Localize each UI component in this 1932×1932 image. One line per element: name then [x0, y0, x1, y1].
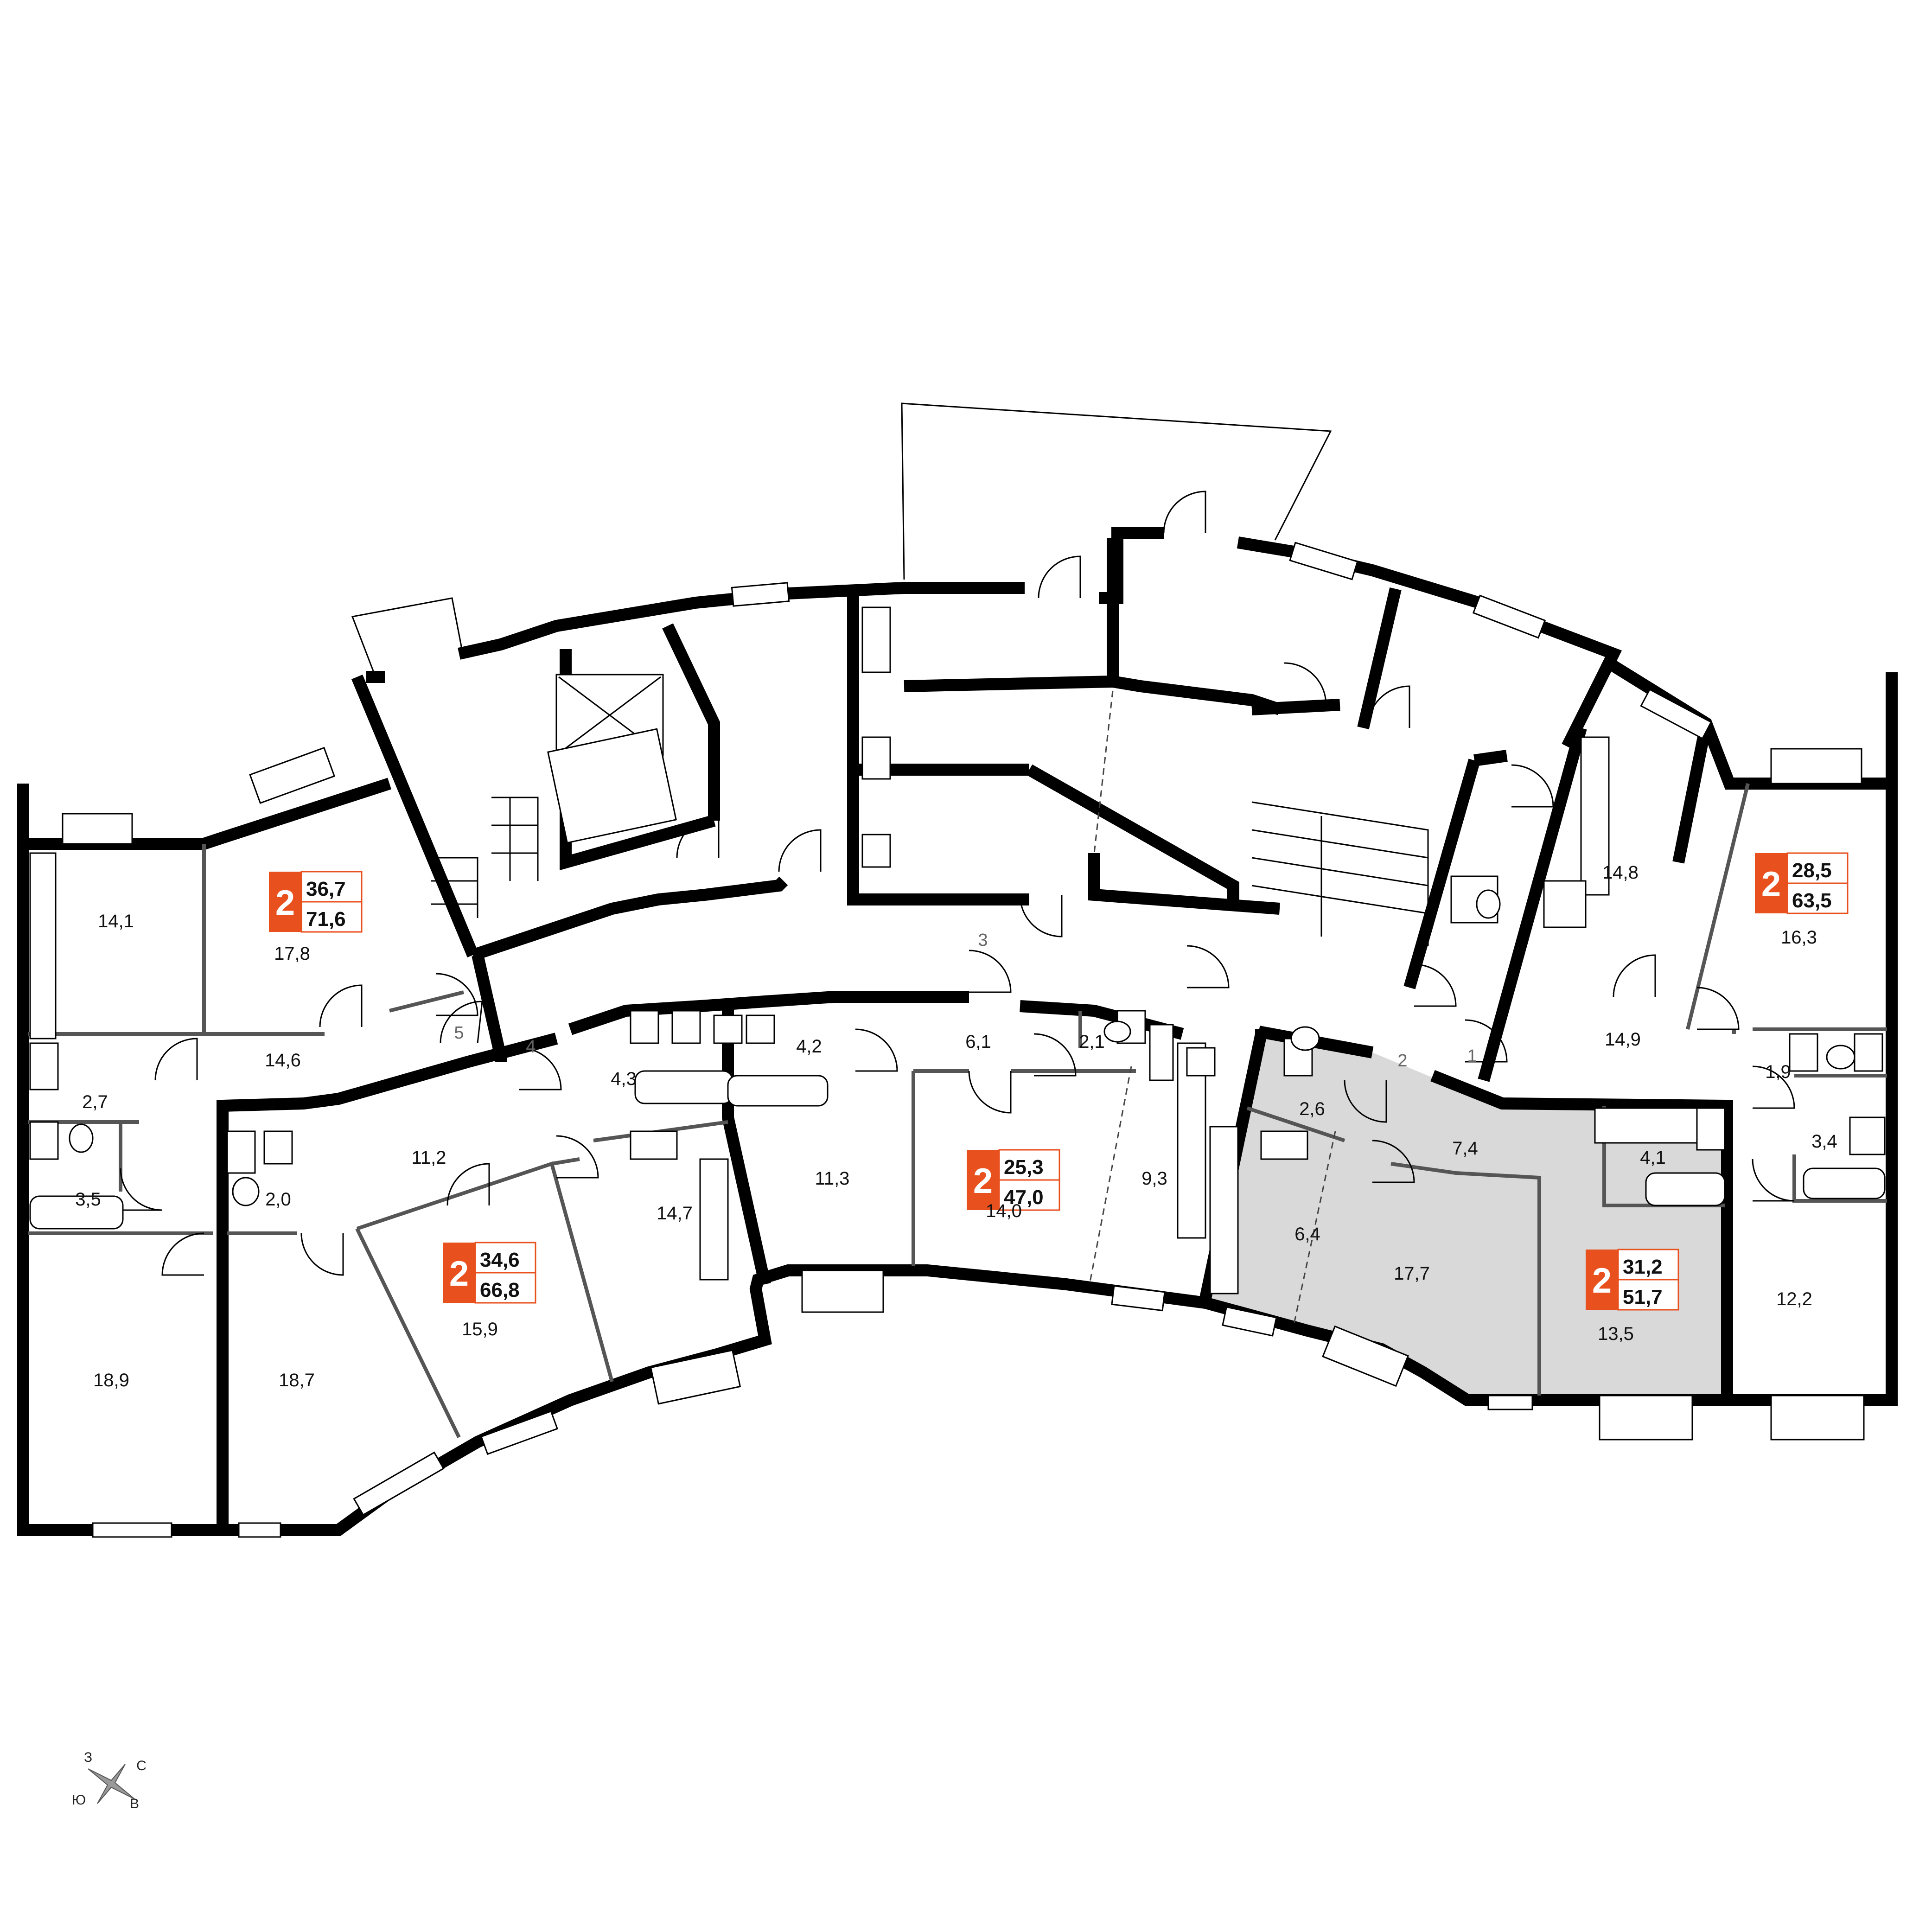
apartment-rooms: 2 — [449, 1254, 469, 1294]
apartment-badges: 2 36,7 71,6 2 34,6 66,8 2 25,3 47,0 2 31,2 51,7 2 28,… — [269, 852, 1849, 1311]
kitchen-counter — [1209, 1126, 1239, 1294]
room-area: 18,7 — [279, 1370, 315, 1390]
compass-star-icon — [88, 1764, 135, 1804]
room-areas: 14,1 17,8 14,6 2,7 3,5 18,9 2,0 11,2 18,… — [75, 862, 1837, 1390]
kitchen-counter — [699, 1158, 729, 1281]
room-area: 14,6 — [265, 1050, 301, 1071]
door-number: 1 — [1467, 1046, 1477, 1066]
kitchen-counter — [29, 852, 57, 1039]
terrace-outline — [901, 402, 1332, 580]
room-area: 14,8 — [1602, 862, 1639, 883]
room-area: 4,2 — [796, 1036, 822, 1057]
apartment-living-area: 25,3 — [1004, 1156, 1044, 1179]
compass-north: С — [136, 1758, 147, 1773]
room-area: 17,8 — [274, 944, 310, 964]
lift-shaft-2 — [547, 728, 677, 844]
apartment-total-area: 51,7 — [1623, 1286, 1663, 1308]
room-area: 9,3 — [1141, 1168, 1167, 1189]
bathtub — [727, 1075, 829, 1107]
room-area: 3,5 — [75, 1189, 101, 1210]
room-area: 1,9 — [1765, 1062, 1791, 1082]
apartment-rooms: 2 — [973, 1161, 993, 1201]
bathtub — [1645, 1172, 1726, 1206]
apartment-badge[interactable]: 2 25,3 47,0 — [967, 1149, 1060, 1211]
compass-west: З — [84, 1750, 92, 1765]
apartment-total-area: 66,8 — [480, 1279, 520, 1301]
entrance-canopy — [351, 597, 465, 677]
apartment-rooms: 2 — [1761, 865, 1781, 904]
room-area: 17,7 — [1394, 1263, 1430, 1284]
apartment-badge[interactable]: 2 28,5 63,5 — [1755, 852, 1849, 914]
bathtub — [634, 1070, 733, 1104]
apartment-total-area: 71,6 — [306, 908, 346, 931]
room-area: 14,0 — [986, 1201, 1022, 1221]
bathtub — [1803, 1167, 1886, 1199]
partitions — [28, 783, 1887, 1438]
fixtures — [29, 606, 1886, 1294]
room-area: 11,2 — [412, 1148, 446, 1168]
apartment-badge[interactable]: 2 36,7 71,6 — [269, 871, 363, 933]
room-area: 6,1 — [965, 1032, 991, 1052]
windows — [62, 542, 1865, 1538]
apartment-living-area: 36,7 — [306, 878, 346, 900]
apartment-badge[interactable]: 2 34,6 66,8 — [443, 1242, 536, 1304]
door-number: 5 — [454, 1023, 464, 1043]
room-area: 7,4 — [1452, 1138, 1478, 1159]
room-area: 2,0 — [265, 1189, 291, 1210]
zone-dividers — [1089, 690, 1336, 1326]
apartment-living-area: 28,5 — [1792, 859, 1832, 882]
compass-east: В — [130, 1796, 139, 1811]
apartment-total-area: 47,0 — [1004, 1186, 1044, 1209]
room-area: 4,1 — [1640, 1148, 1666, 1168]
apartment-rooms: 2 — [1592, 1261, 1612, 1301]
room-area: 6,4 — [1294, 1224, 1320, 1244]
compass-south: Ю — [72, 1792, 86, 1808]
room-area: 4,3 — [611, 1069, 637, 1089]
room-area: 14,1 — [98, 911, 134, 931]
compass-rose: З С Ю В — [72, 1750, 147, 1811]
apartment-living-area: 34,6 — [480, 1249, 520, 1271]
bathtub — [29, 1195, 124, 1230]
apartment-rooms: 2 — [275, 883, 295, 923]
apartment-living-area: 31,2 — [1623, 1256, 1663, 1278]
door-numbers: 1 2 3 4 5 — [454, 931, 1477, 1071]
door-number: 3 — [978, 931, 988, 950]
room-area: 14,7 — [657, 1203, 693, 1224]
room-area: 16,3 — [1781, 927, 1817, 948]
room-area: 11,3 — [815, 1168, 850, 1189]
door-swings — [120, 491, 1795, 1276]
room-area: 2,7 — [82, 1092, 108, 1112]
interior-walls — [217, 587, 1733, 1530]
room-area: 2,1 — [1079, 1032, 1105, 1052]
apartment-total-area: 63,5 — [1792, 889, 1832, 912]
room-area: 14,9 — [1605, 1029, 1641, 1050]
apartment-badge[interactable]: 2 31,2 51,7 — [1586, 1249, 1679, 1311]
room-area: 18,9 — [93, 1370, 129, 1390]
door-number: 4 — [526, 1037, 536, 1057]
room-area: 13,5 — [1598, 1324, 1634, 1344]
room-area: 15,9 — [462, 1319, 498, 1339]
room-area: 12,2 — [1776, 1289, 1812, 1309]
room-area: 3,4 — [1811, 1131, 1837, 1152]
kitchen-counter — [1580, 736, 1610, 896]
room-area: 2,6 — [1299, 1099, 1325, 1119]
door-number: 2 — [1397, 1051, 1407, 1071]
stair-core — [431, 674, 1429, 946]
